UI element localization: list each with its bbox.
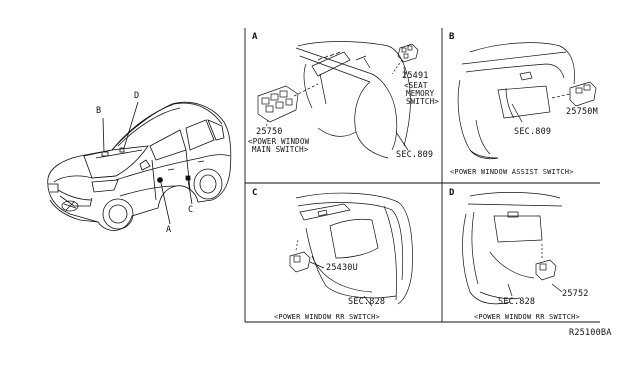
power-window-assist-switch-part — [569, 81, 597, 107]
panel-b-drawing — [457, 42, 597, 160]
panel-d-drawing — [462, 192, 563, 305]
panel-c-drawing — [289, 192, 413, 307]
part-number-25750m: 25750M — [566, 107, 598, 117]
part-number-25752: 25752 — [562, 289, 589, 299]
vehicle-illustration — [47, 101, 232, 231]
power-window-rr-switch-part-c — [289, 251, 311, 273]
callout-a: A — [166, 225, 172, 235]
panel-a-drawing — [257, 41, 419, 159]
power-window-main-switch-part — [257, 85, 299, 123]
callout-c: C — [188, 205, 194, 215]
power-window-rr-switch-part-d — [535, 259, 557, 281]
seat-memory-label-l3: SWITCH> — [406, 97, 440, 106]
section-ref-d: SEC.828 — [498, 297, 536, 307]
diagram-code: R25100BA — [569, 328, 612, 338]
main-switch-label-l2: MAIN SWITCH> — [252, 145, 309, 154]
seat-memory-label-l2: MEMORY — [406, 89, 435, 98]
section-ref-b: SEC.809 — [514, 127, 552, 137]
panel-d-letter: D — [449, 188, 455, 198]
callout-b: B — [96, 106, 102, 116]
panel-a-letter: A — [252, 32, 258, 42]
caption-assist-switch: <POWER WINDOW ASSIST SWITCH> — [450, 168, 574, 176]
part-number-25750: 25750 — [256, 127, 283, 137]
caption-rr-switch-c: <POWER WINDOW RR SWITCH> — [274, 313, 380, 321]
section-ref-a: SEC.809 — [396, 150, 434, 160]
panel-b-letter: B — [449, 32, 455, 42]
panel-frame — [244, 28, 600, 323]
seat-memory-label-l1: <SEAT — [404, 81, 428, 90]
part-number-25430u: 25430U — [326, 263, 358, 273]
seat-memory-switch-part — [397, 43, 419, 63]
part-number-25491: 25491 — [402, 71, 429, 81]
section-ref-c: SEC.828 — [348, 297, 386, 307]
main-switch-label-l1: <POWER WINDOW — [248, 137, 310, 146]
callout-d: D — [134, 91, 140, 101]
panel-c-letter: C — [252, 188, 258, 198]
caption-rr-switch-d: <POWER WINDOW RR SWITCH> — [474, 313, 580, 321]
